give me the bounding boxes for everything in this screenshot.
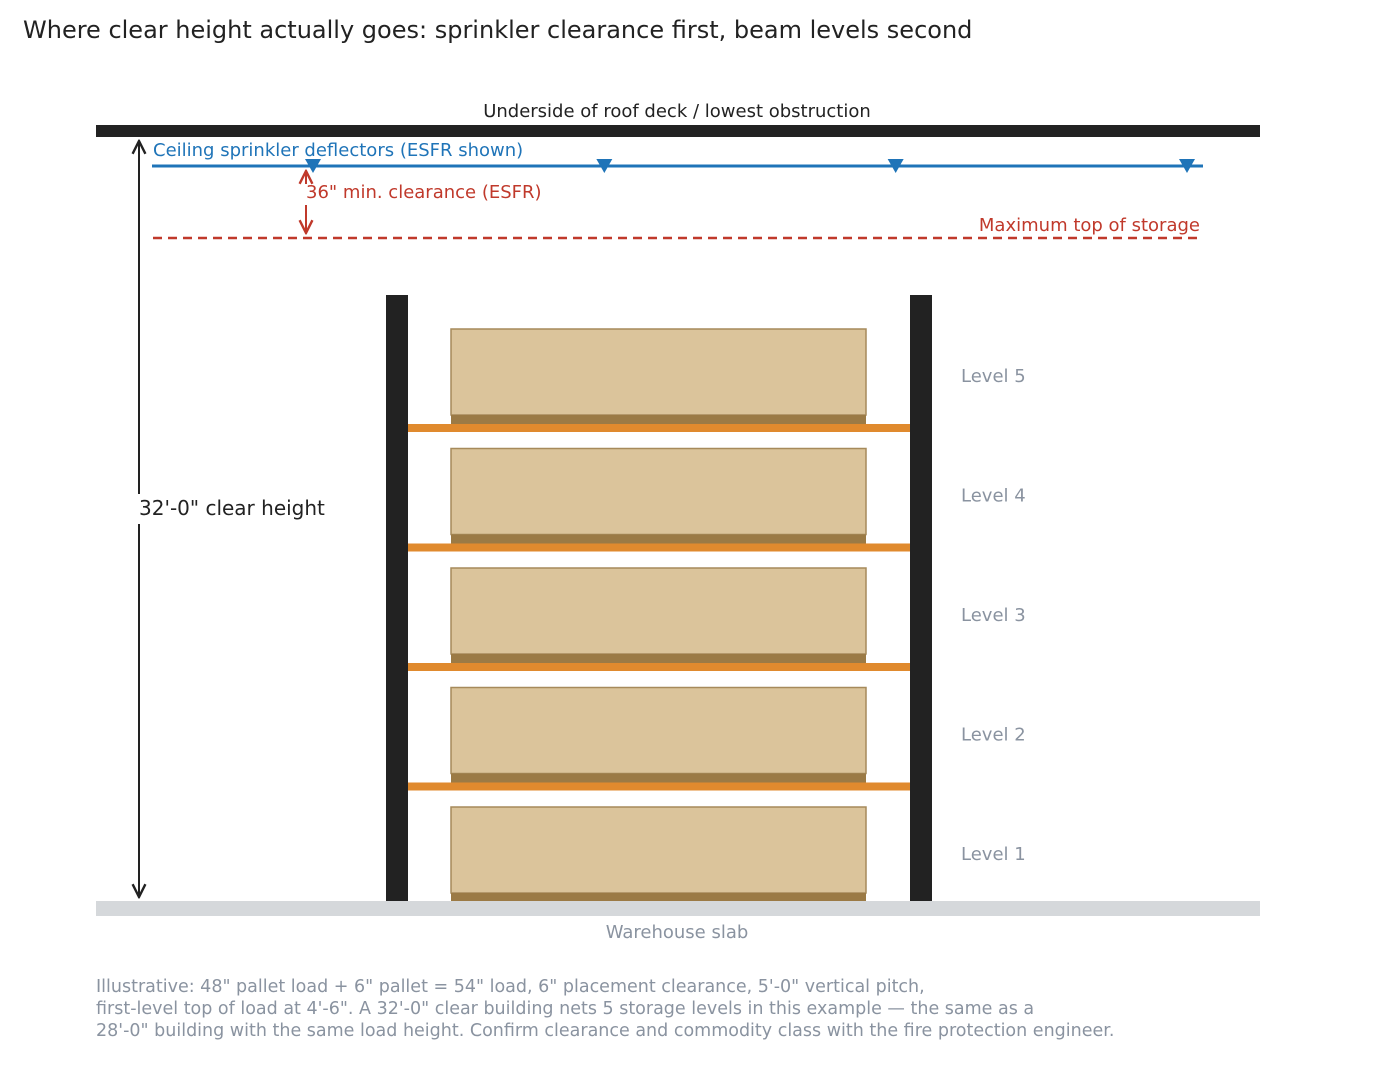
pallet-load — [450, 806, 867, 894]
rack-beam — [408, 782, 910, 791]
level-label: Level 3 — [961, 605, 1026, 626]
slab-label: Warehouse slab — [606, 922, 749, 943]
caption: Illustrative: 48" pallet load + 6" palle… — [96, 976, 1114, 1042]
rack-beam — [408, 663, 910, 671]
clearance-label: 36" min. clearance (ESFR) — [306, 182, 542, 203]
level-label: Level 4 — [961, 486, 1026, 507]
pallet — [451, 654, 866, 663]
pallet-load — [450, 447, 867, 536]
pallet-load — [450, 686, 867, 775]
sprinkler-head-icon — [596, 159, 613, 173]
caption-line: first-level top of load at 4'-6". A 32'-… — [96, 999, 1035, 1019]
rack-level: Level 1 — [450, 806, 1026, 902]
rack-upright-right — [910, 295, 932, 901]
pallet-rack — [386, 295, 932, 901]
pallet — [451, 534, 866, 544]
rack-level: Level 5 — [408, 328, 1026, 432]
warehouse-slab — [96, 901, 1260, 916]
rack-upright-left — [386, 295, 408, 901]
sprinkler-head-icon — [305, 159, 321, 173]
pallet — [451, 773, 866, 783]
rack-levels: Level 5 Level 4 Level 3 Level 2 Level 1 — [408, 328, 1026, 902]
caption-line: Illustrative: 48" pallet load + 6" palle… — [96, 977, 925, 997]
level-label: Level 1 — [961, 844, 1026, 865]
sprinkler-label: Ceiling sprinkler deflectors (ESFR shown… — [153, 140, 523, 161]
pallet — [451, 415, 866, 424]
diagram-title: Where clear height actually goes: sprink… — [23, 16, 973, 44]
rack-beam — [408, 424, 910, 432]
roof-deck — [96, 125, 1260, 137]
caption-line: 28'-0" building with the same load heigh… — [96, 1021, 1115, 1041]
clear-height-label: 32'-0" clear height — [139, 496, 325, 520]
rack-level: Level 3 — [408, 567, 1026, 671]
level-label: Level 2 — [961, 725, 1026, 746]
sprinkler-head-icon — [887, 159, 904, 173]
roof-label: Underside of roof deck / lowest obstruct… — [483, 101, 871, 122]
pallet — [451, 893, 866, 902]
sprinkler-heads — [305, 159, 1195, 173]
level-label: Level 5 — [961, 366, 1026, 387]
max-storage-label: Maximum top of storage — [979, 215, 1200, 236]
clear-height-label-background — [132, 494, 332, 524]
pallet-load — [450, 328, 867, 416]
sprinkler-head-icon — [1179, 159, 1195, 173]
rack-level: Level 4 — [408, 447, 1026, 552]
pallet-load — [450, 567, 867, 655]
rack-beam — [408, 543, 910, 552]
rack-level: Level 2 — [408, 686, 1026, 791]
